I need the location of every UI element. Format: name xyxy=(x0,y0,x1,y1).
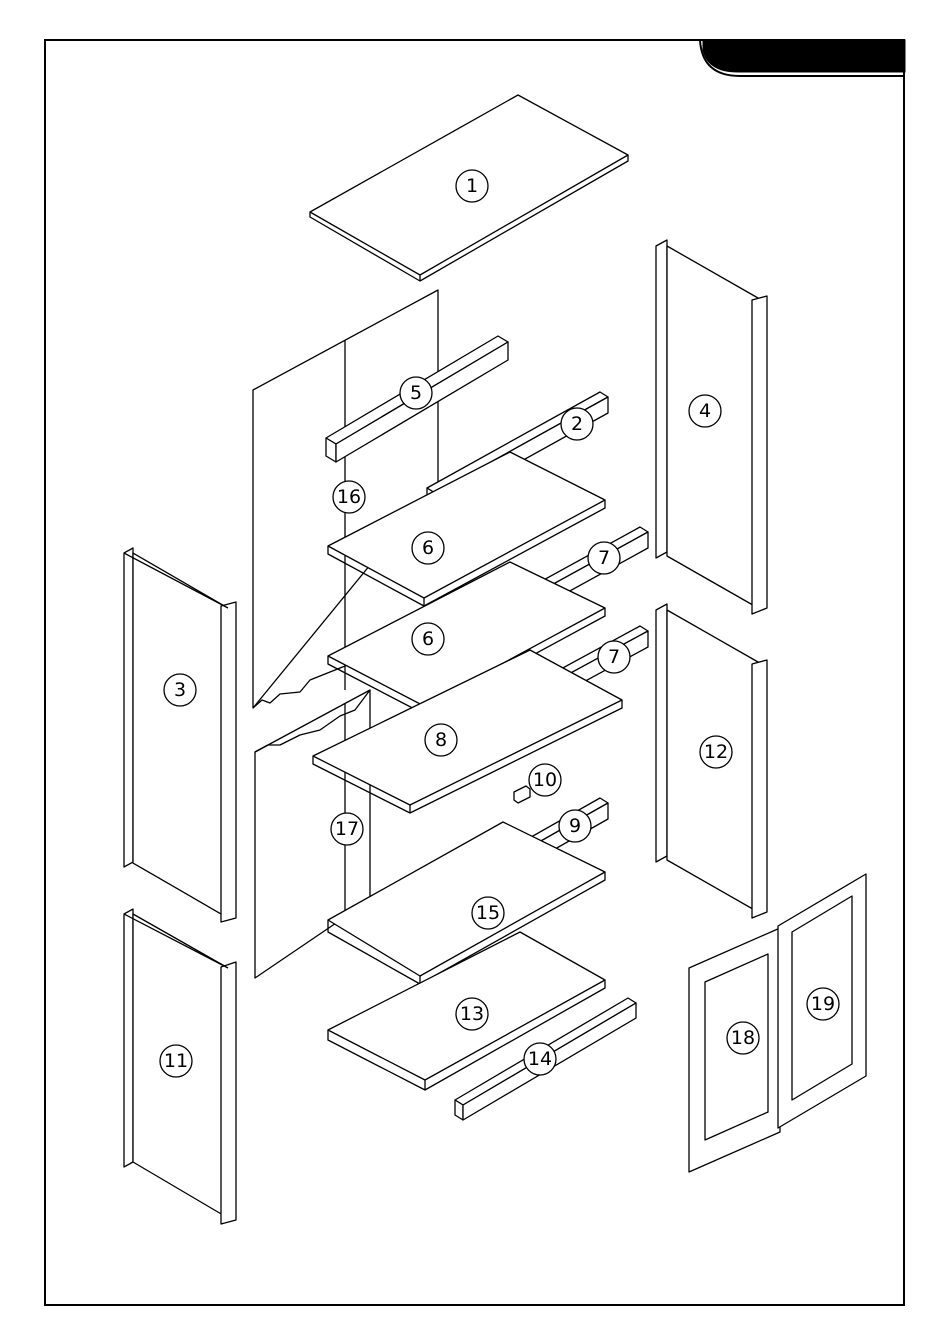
part-10-label-text: 10 xyxy=(533,769,557,791)
part-9-label: 9 xyxy=(559,810,591,842)
part-16-label: 16 xyxy=(333,481,365,513)
part-17-label-text: 17 xyxy=(335,818,359,840)
part-4-label-text: 4 xyxy=(699,400,711,422)
part-11-label-text: 11 xyxy=(164,1050,188,1072)
part-3-label-text: 3 xyxy=(174,679,186,701)
part-6b-label-text: 6 xyxy=(422,628,434,650)
part-9-label-text: 9 xyxy=(569,815,581,837)
part-8-label: 8 xyxy=(425,724,457,756)
part-7b-label: 7 xyxy=(598,641,630,673)
part-7a-label-text: 7 xyxy=(598,547,610,569)
part-1-label-text: 1 xyxy=(466,175,478,197)
part-14-label: 14 xyxy=(524,1043,556,1075)
part-6b-label: 6 xyxy=(412,623,444,655)
doors xyxy=(689,874,866,1172)
part-6a-label: 6 xyxy=(412,532,444,564)
part-10-label: 10 xyxy=(529,764,561,796)
part-18-label-text: 18 xyxy=(731,1027,755,1049)
part-19-label: 19 xyxy=(807,988,839,1020)
part-5-label: 5 xyxy=(400,377,432,409)
part-13-label: 13 xyxy=(456,998,488,1030)
part-5-label-text: 5 xyxy=(410,382,422,404)
part-4-label: 4 xyxy=(689,395,721,427)
part-12-label-text: 12 xyxy=(704,741,728,763)
right-upper-side xyxy=(656,240,767,614)
bracket xyxy=(514,786,530,803)
part-1-label: 1 xyxy=(456,170,488,202)
part-18-label: 18 xyxy=(727,1022,759,1054)
part-6a-label-text: 6 xyxy=(422,537,434,559)
part-16-label-text: 16 xyxy=(337,486,361,508)
part-7b-label-text: 7 xyxy=(608,646,620,668)
part-8-label-text: 8 xyxy=(435,729,447,751)
part-19-label-text: 19 xyxy=(811,993,835,1015)
part-13-label-text: 13 xyxy=(460,1003,484,1025)
part-2-label: 2 xyxy=(561,408,593,440)
part-17-label: 17 xyxy=(331,813,363,845)
part-3-label: 3 xyxy=(164,674,196,706)
part-12-label: 12 xyxy=(700,736,732,768)
part-14-label-text: 14 xyxy=(528,1048,552,1070)
part-15-label-text: 15 xyxy=(476,902,500,924)
part-11-label: 11 xyxy=(160,1045,192,1077)
part-7a-label: 7 xyxy=(588,542,620,574)
left-upper-side xyxy=(124,548,236,922)
part-15-label: 15 xyxy=(472,897,504,929)
part-2-label-text: 2 xyxy=(571,413,583,435)
corner-tab xyxy=(703,40,905,72)
